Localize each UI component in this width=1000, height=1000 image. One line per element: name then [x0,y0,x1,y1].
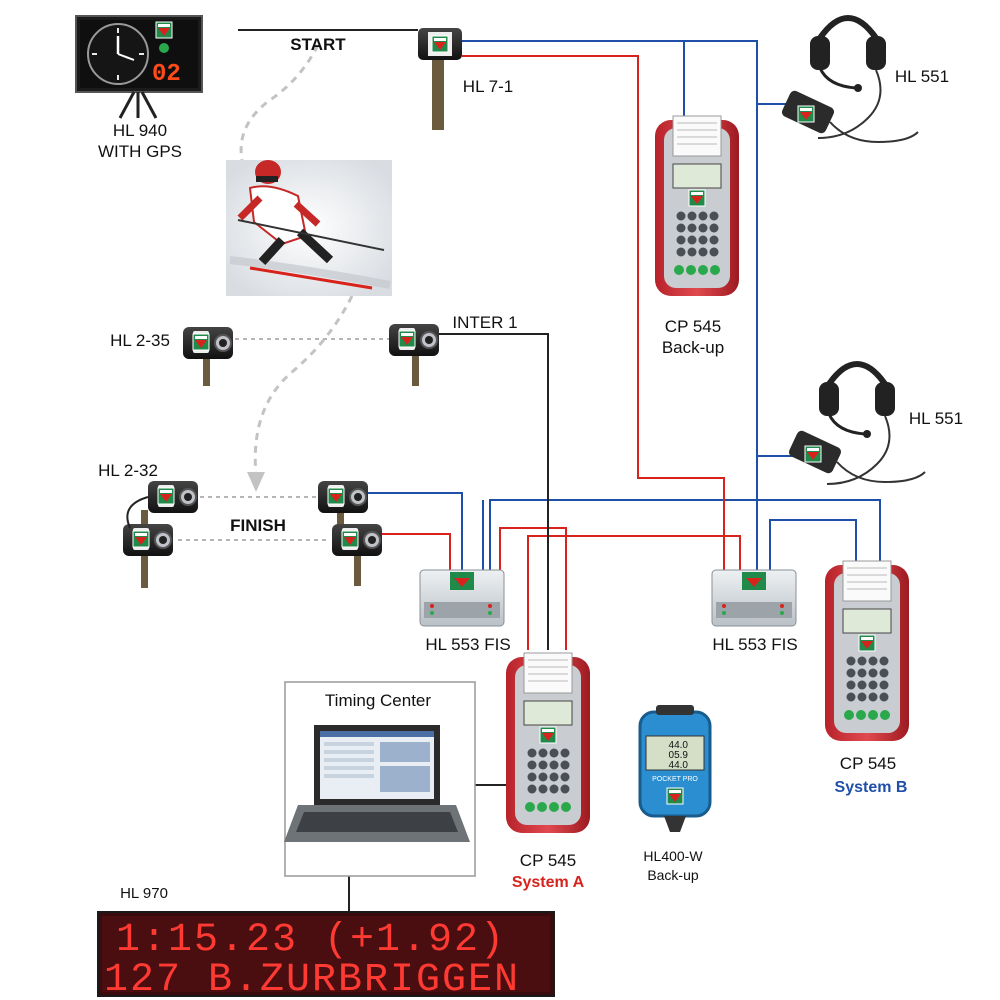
label-cp545-backup: CP 545 [665,317,721,336]
hl940-clock: 02 [75,15,203,119]
svg-text:44.0: 44.0 [669,760,689,771]
hl71-start-gate [418,28,462,130]
inter1-photocell [389,324,439,386]
svg-text:POCKET PRO: POCKET PRO [652,776,698,783]
label-cp545-backup-sub: Back-up [662,338,724,357]
label-hl71: HL 7-1 [463,77,513,96]
cp545-system-b-printer [825,561,909,741]
skier-path [239,44,320,161]
black-wire-inter1 [438,333,549,650]
hl232-photocells [123,481,198,588]
clock-digits: 02 [152,61,181,88]
hl235-photocell [183,327,233,386]
label-system-a: System A [512,874,585,891]
label-hl940: HL 940 [113,121,167,140]
label-hl940-sub: WITH GPS [98,142,182,161]
red-wire-system-a [527,535,741,650]
label-hl551-b: HL 551 [909,409,963,428]
skier-image [226,160,392,296]
blue-wire-fis-b3 [757,499,881,565]
blue-wire-finish [366,492,463,575]
skier-path-lower [253,295,354,476]
red-wire-finish [380,533,451,575]
blue-wire-fis-b2 [769,519,857,575]
scoreboard-line2: 127 B.ZURBRIGGEN [104,958,520,1000]
label-hl553-b: HL 553 FIS [712,635,797,654]
stopwatch-icon: 44.0 05.9 44.0 POCKET PRO [638,705,712,832]
headset-icon-2 [787,364,925,484]
red-wire-start [462,55,725,575]
scoreboard-line1: 1:15.23 (+1.92) [116,918,506,963]
svg-text:44.0: 44.0 [669,740,689,751]
label-hl400w: HL400-W [643,848,703,864]
label-inter1: INTER 1 [452,313,517,332]
svg-text:05.9: 05.9 [669,750,689,761]
hl553-fis-b [711,569,797,627]
label-hl235: HL 2-35 [110,331,170,350]
cp545-backup-printer [655,116,739,296]
label-cp545-a: CP 545 [520,851,576,870]
label-timing-center: Timing Center [325,691,431,710]
label-hl553-a: HL 553 FIS [425,635,510,654]
hl553-fis-a [419,569,505,627]
finish-reflector-cells [318,481,382,586]
cp545-system-a-printer [506,653,590,833]
skier-path-arrow [247,472,265,492]
label-hl551-a: HL 551 [895,67,949,86]
label-hl970: HL 970 [120,885,168,902]
hl970-scoreboard: 1:15.23 (+1.92) 127 B.ZURBRIGGEN [97,911,555,1000]
label-hl232: HL 2-32 [98,461,158,480]
red-wire-system-a2 [499,527,567,650]
label-hl400w-sub: Back-up [647,867,699,883]
laptop-icon [284,725,470,842]
label-start: START [290,35,346,54]
label-system-b: System B [835,779,908,796]
label-finish: FINISH [230,516,286,535]
label-cp545-b: CP 545 [840,754,896,773]
